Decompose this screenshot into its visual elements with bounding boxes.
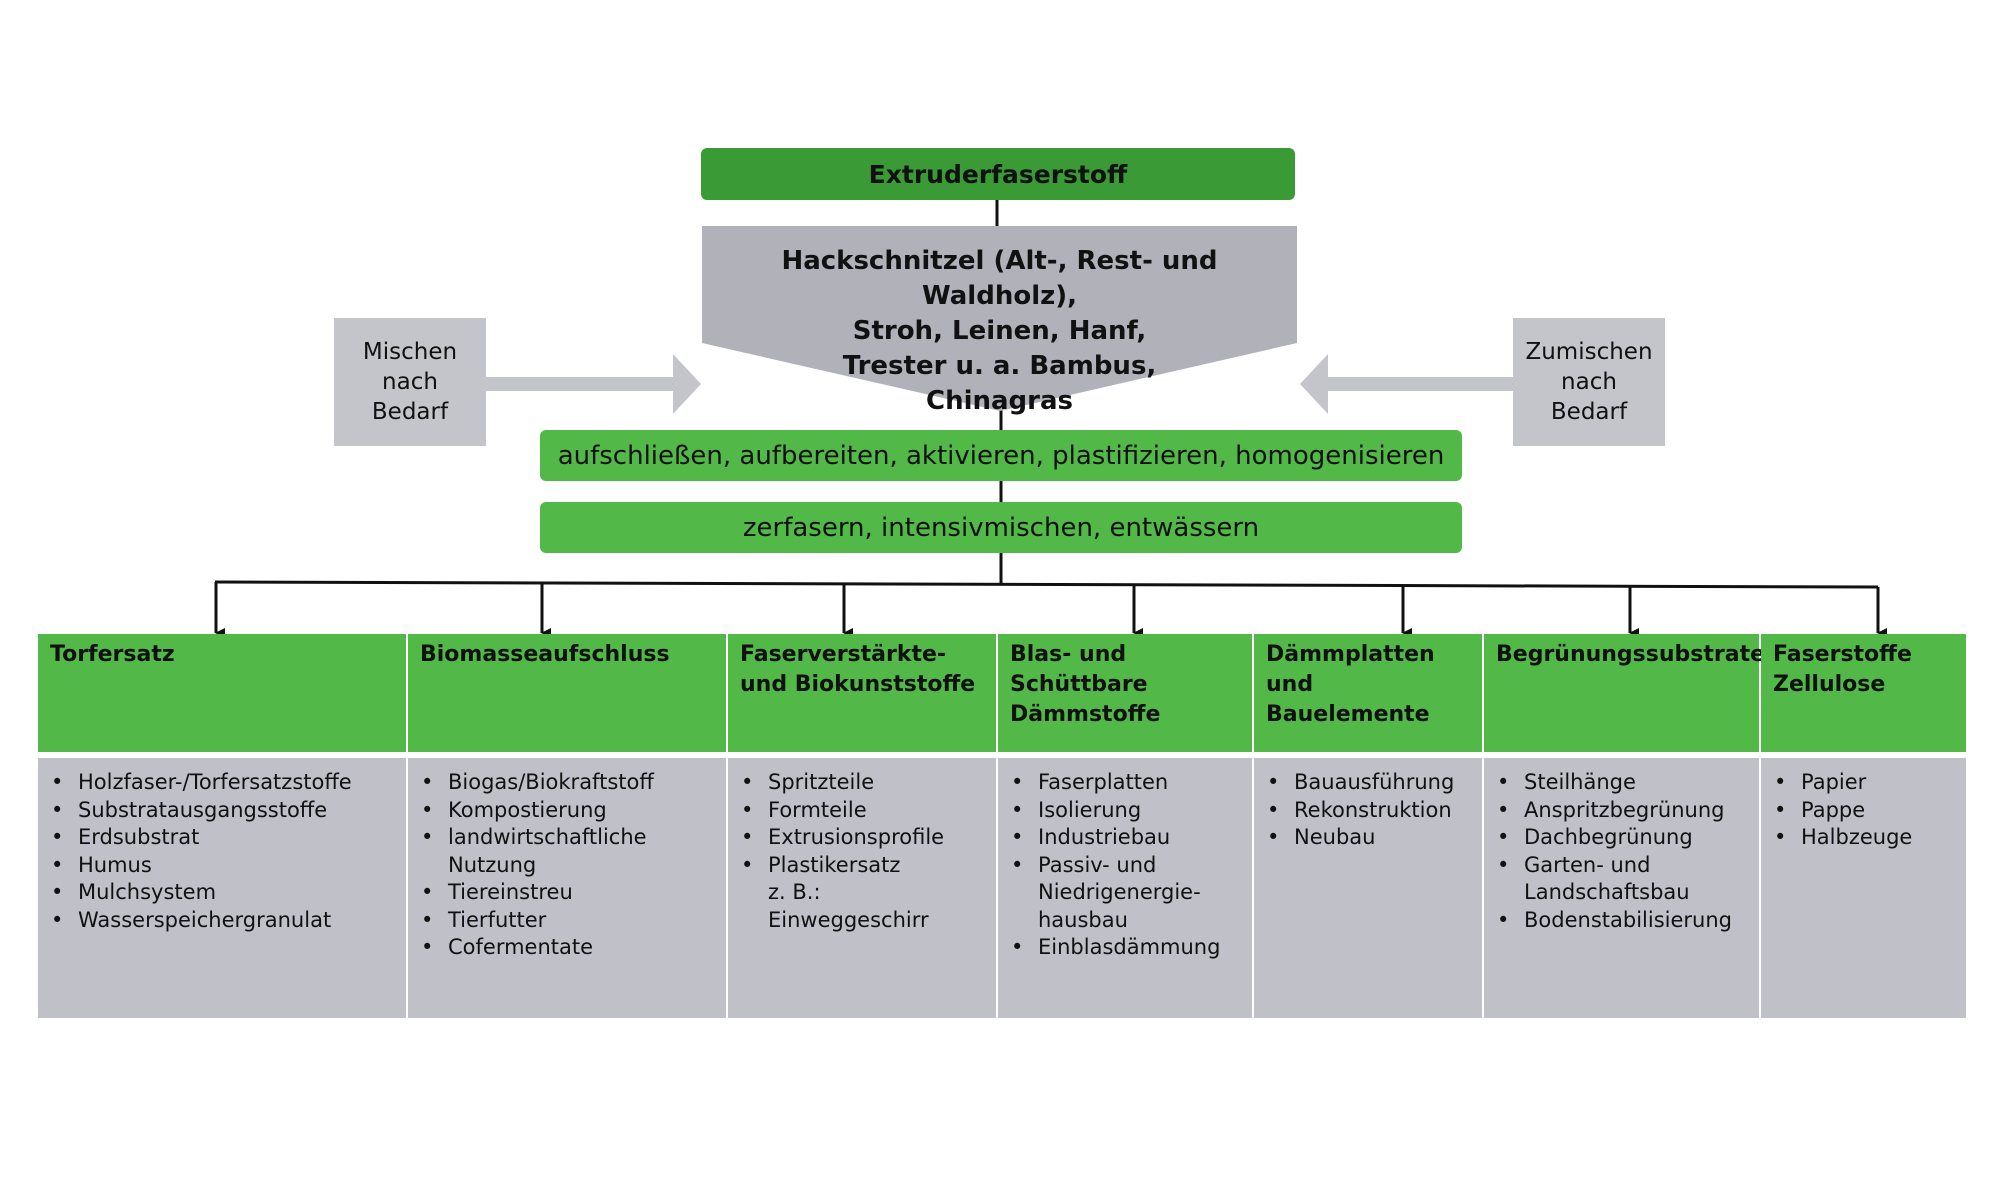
category-item: Einblasdämmung bbox=[1008, 934, 1242, 962]
category-heading: Faserverstärkte- und Biokunststoffe bbox=[728, 634, 996, 752]
raw-material-line: Stroh, Leinen, Hanf, bbox=[852, 316, 1147, 346]
category-item: Neubau bbox=[1264, 824, 1472, 852]
category-item: Mulchsystem bbox=[48, 879, 396, 907]
category-item-list: Biogas/BiokraftstoffKompostierunglandwir… bbox=[418, 769, 716, 962]
category-item: Humus bbox=[48, 852, 396, 880]
category-item-list: Holzfaser-/TorfersatzstoffeSubstratausga… bbox=[48, 769, 396, 934]
category-item: Tiereinstreu bbox=[418, 879, 716, 907]
category-item: Formteile bbox=[738, 797, 986, 825]
category-heading: Torfersatz bbox=[38, 634, 406, 752]
category-items: BauausführungRekonstruktionNeubau bbox=[1254, 758, 1482, 1018]
category-item: Garten- und Landschaftsbau bbox=[1494, 852, 1749, 907]
mix-input-box: Mischen nach Bedarf bbox=[334, 318, 486, 446]
title-text: Extruderfaserstoff bbox=[868, 159, 1128, 189]
category-item: Isolierung bbox=[1008, 797, 1242, 825]
category-items: SpritzteileFormteileExtrusionsprofilePla… bbox=[728, 758, 996, 1018]
category-item: Substratausgangsstoffe bbox=[48, 797, 396, 825]
raw-material-line: Trester u. a. Bambus, bbox=[842, 351, 1157, 381]
category-heading: Blas- und Schüttbare Dämmstoffe bbox=[998, 634, 1252, 752]
category-item: Papier bbox=[1771, 769, 1956, 797]
category-item: Kompostierung bbox=[418, 797, 716, 825]
category-item: Biogas/Biokraftstoff bbox=[418, 769, 716, 797]
category-item: Bodenstabilisierung bbox=[1494, 907, 1749, 935]
category-item: Holzfaser-/Torfersatzstoffe bbox=[48, 769, 396, 797]
category-items: Biogas/BiokraftstoffKompostierunglandwir… bbox=[408, 758, 726, 1018]
category-item: Industriebau bbox=[1008, 824, 1242, 852]
category-heading: Biomasseaufschluss bbox=[408, 634, 726, 752]
category-item: Wasserspeichergranulat bbox=[48, 907, 396, 935]
category-item: Extrusionsprofile bbox=[738, 824, 986, 852]
raw-material-line: Hackschnitzel (Alt-, Rest- und Waldholz)… bbox=[781, 246, 1218, 311]
admix-input-box: Zumischen nach Bedarf bbox=[1513, 318, 1665, 446]
category-heading: Dämmplatten und Bauelemente bbox=[1254, 634, 1482, 752]
admix-left-arrow-icon bbox=[1300, 354, 1513, 414]
category-item: Bauausführung bbox=[1264, 769, 1472, 797]
category-item: Passiv- und Niedrigenergie- hausbau bbox=[1008, 852, 1242, 935]
category-item-list: PapierPappeHalbzeuge bbox=[1771, 769, 1956, 852]
category-item-list: SteilhängeAnspritzbegrünungDachbegrünung… bbox=[1494, 769, 1749, 934]
process-step-2-text: zerfasern, intensivmischen, entwässern bbox=[742, 512, 1260, 543]
title-box: Extruderfaserstoff bbox=[701, 148, 1295, 200]
raw-material-line: Chinagras bbox=[925, 386, 1073, 416]
mix-right-arrow-icon bbox=[486, 354, 701, 414]
category-item: landwirtschaftliche Nutzung bbox=[418, 824, 716, 879]
category-item: Dachbegrünung bbox=[1494, 824, 1749, 852]
category-item: Tierfutter bbox=[418, 907, 716, 935]
category-item: Plastikersatz z. B.: Einweggeschirr bbox=[738, 852, 986, 935]
process-step-2: zerfasern, intensivmischen, entwässern bbox=[540, 502, 1462, 553]
category-item: Spritzteile bbox=[738, 769, 986, 797]
category-item-list: FaserplattenIsolierungIndustriebauPassiv… bbox=[1008, 769, 1242, 962]
raw-materials-box: Hackschnitzel (Alt-, Rest- und Waldholz)… bbox=[702, 226, 1297, 416]
category-item: Steilhänge bbox=[1494, 769, 1749, 797]
category-item: Faserplatten bbox=[1008, 769, 1242, 797]
category-items: Holzfaser-/TorfersatzstoffeSubstratausga… bbox=[38, 758, 406, 1018]
category-item: Pappe bbox=[1771, 797, 1956, 825]
category-item: Cofermentate bbox=[418, 934, 716, 962]
process-step-1: aufschließen, aufbereiten, aktivieren, p… bbox=[540, 430, 1462, 481]
category-heading: Begrünungssubstrate bbox=[1484, 634, 1765, 752]
raw-materials-shape bbox=[702, 226, 1297, 411]
admix-input-text: Zumischen nach Bedarf bbox=[1525, 339, 1653, 425]
category-items: PapierPappeHalbzeuge bbox=[1761, 758, 1966, 1018]
category-item: Rekonstruktion bbox=[1264, 797, 1472, 825]
category-item: Anspritzbegrünung bbox=[1494, 797, 1749, 825]
category-item-list: BauausführungRekonstruktionNeubau bbox=[1264, 769, 1472, 852]
category-items: FaserplattenIsolierungIndustriebauPassiv… bbox=[998, 758, 1252, 1018]
process-step-1-text: aufschließen, aufbereiten, aktivieren, p… bbox=[557, 440, 1445, 471]
mix-input-text: Mischen nach Bedarf bbox=[362, 339, 458, 425]
category-item: Halbzeuge bbox=[1771, 824, 1956, 852]
category-heading: Faserstoffe Zellulose bbox=[1761, 634, 1966, 752]
category-item-list: SpritzteileFormteileExtrusionsprofilePla… bbox=[738, 769, 986, 934]
category-item: Erdsubstrat bbox=[48, 824, 396, 852]
distribution-bar bbox=[214, 580, 1879, 589]
category-items: SteilhängeAnspritzbegrünungDachbegrünung… bbox=[1484, 758, 1759, 1018]
